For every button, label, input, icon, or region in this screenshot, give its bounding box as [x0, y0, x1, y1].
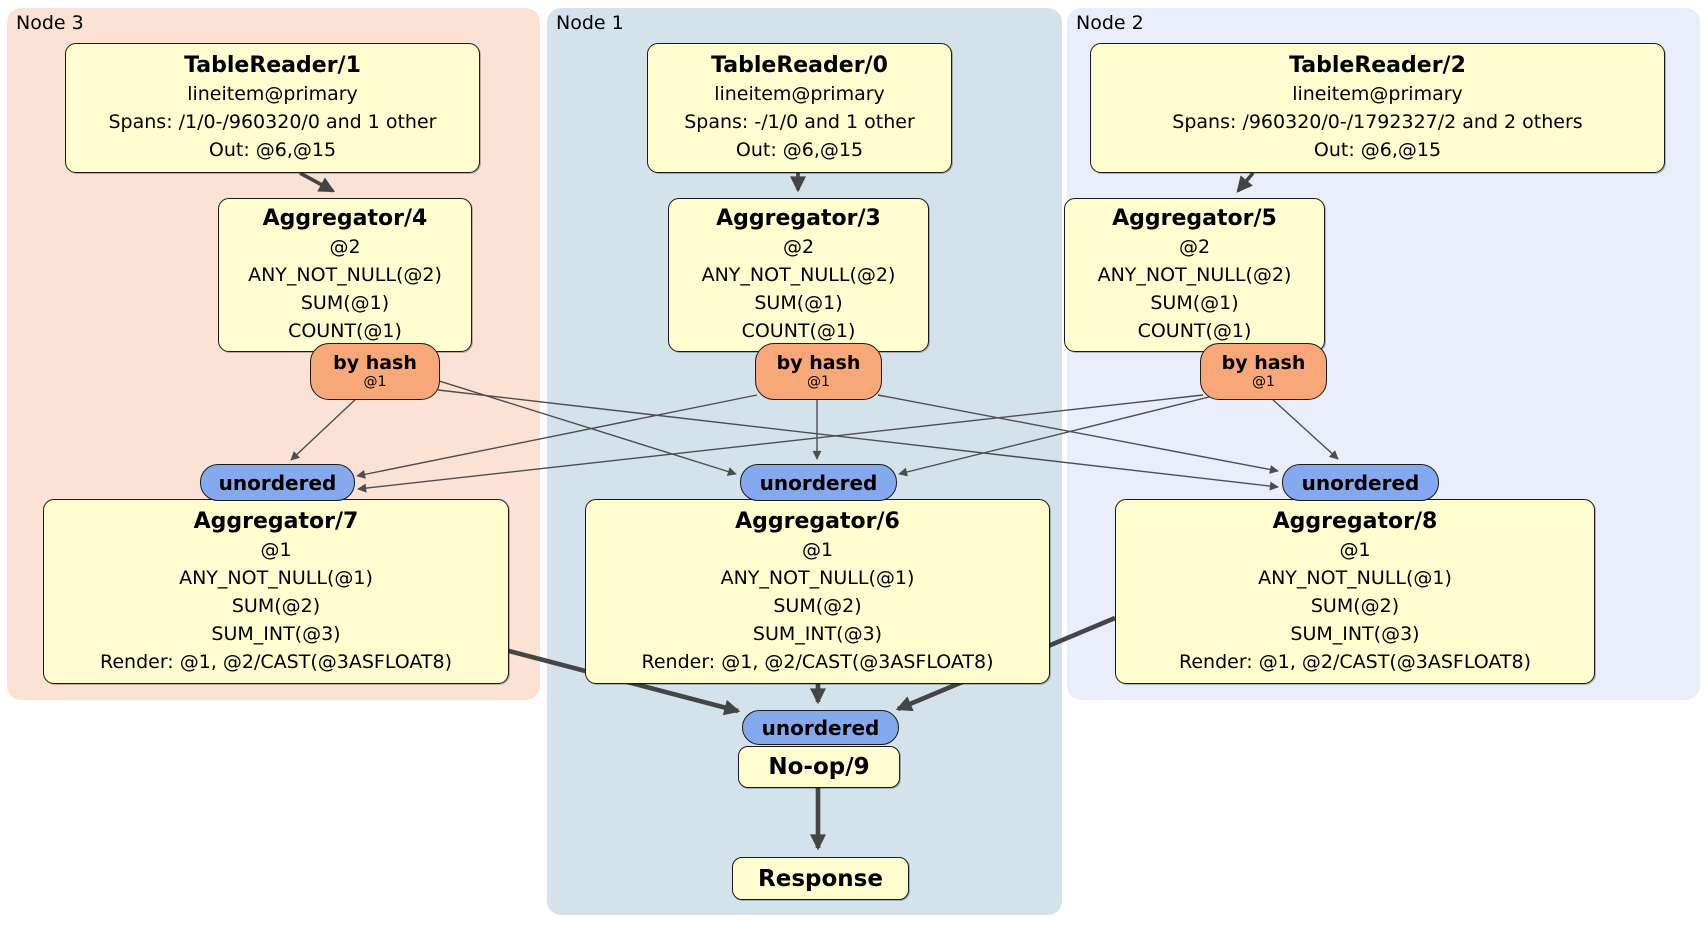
processor-detail: lineitem@primary [714, 83, 885, 105]
processor-detail: Spans: -/1/0 and 1 other [684, 111, 915, 133]
processor-detail: lineitem@primary [187, 83, 358, 105]
hash-router-node2: by hash @1 [1200, 343, 1327, 400]
processor-detail: SUM(@1) [754, 292, 843, 314]
processor-detail: ANY_NOT_NULL(@1) [1258, 566, 1452, 589]
unordered-sync-node3: unordered [200, 464, 355, 501]
processor-detail: ANY_NOT_NULL(@2) [1097, 264, 1292, 286]
processor-detail: Spans: /1/0-/960320/0 and 1 other [108, 111, 437, 133]
processor-detail: ANY_NOT_NULL(@2) [248, 264, 442, 286]
processor-detail: Out: @6,@15 [1313, 139, 1442, 161]
processor-detail: Out: @6,@15 [735, 139, 864, 161]
node-group-1-label: Node 1 [556, 12, 624, 34]
processor-detail: ANY_NOT_NULL(@2) [701, 264, 896, 286]
processor-detail: @1 [1339, 538, 1371, 561]
aggregator-3-box: Aggregator/3 @2 ANY_NOT_NULL(@2) SUM(@1)… [668, 198, 929, 352]
router-detail: @1 [1252, 374, 1275, 390]
processor-detail: SUM(@2) [231, 594, 321, 617]
processor-detail: @2 [782, 236, 815, 258]
processor-detail: Render: @1, @2/CAST(@3ASFLOAT8) [1179, 650, 1531, 673]
noop-9-box: No-op/9 [738, 746, 900, 788]
unordered-sync-node2: unordered [1282, 464, 1439, 501]
tablereader-2-box: TableReader/2 lineitem@primary Spans: /9… [1090, 43, 1665, 173]
processor-title: Aggregator/4 [262, 206, 428, 231]
processor-detail: @1 [260, 538, 292, 561]
processor-title: TableReader/0 [711, 53, 888, 78]
hash-router-node1: by hash @1 [755, 343, 882, 400]
aggregator-5-box: Aggregator/5 @2 ANY_NOT_NULL(@2) SUM(@1)… [1064, 198, 1325, 352]
processor-detail: lineitem@primary [1292, 83, 1463, 105]
processor-title: TableReader/2 [1289, 53, 1466, 78]
processor-title: Aggregator/6 [735, 508, 900, 534]
processor-detail: SUM_INT(@3) [752, 622, 883, 645]
processor-detail: SUM(@1) [1150, 292, 1239, 314]
tablereader-1-box: TableReader/1 lineitem@primary Spans: /1… [65, 43, 480, 173]
processor-detail: ANY_NOT_NULL(@1) [179, 566, 373, 589]
router-label: by hash [1221, 352, 1306, 374]
processor-detail: Spans: /960320/0-/1792327/2 and 2 others [1172, 111, 1583, 133]
router-detail: @1 [363, 374, 387, 390]
processor-title: Aggregator/5 [1112, 206, 1277, 231]
tablereader-0-box: TableReader/0 lineitem@primary Spans: -/… [647, 43, 952, 173]
router-label: by hash [333, 352, 417, 374]
processor-detail: SUM(@2) [773, 594, 862, 617]
aggregator-7-box: Aggregator/7 @1 ANY_NOT_NULL(@1) SUM(@2)… [43, 499, 509, 684]
aggregator-6-box: Aggregator/6 @1 ANY_NOT_NULL(@1) SUM(@2)… [585, 499, 1050, 684]
unordered-sync-final: unordered [742, 710, 899, 745]
processor-detail: SUM_INT(@3) [211, 622, 341, 645]
node-group-2-label: Node 2 [1076, 12, 1144, 34]
processor-detail: Render: @1, @2/CAST(@3ASFLOAT8) [641, 650, 994, 673]
hash-router-node3: by hash @1 [310, 343, 440, 400]
processor-detail: @2 [1178, 236, 1211, 258]
router-detail: @1 [807, 374, 830, 390]
processor-detail: Out: @6,@15 [208, 139, 337, 161]
processor-title: Aggregator/3 [716, 206, 881, 231]
processor-detail: SUM_INT(@3) [1290, 622, 1420, 645]
processor-detail: ANY_NOT_NULL(@1) [720, 566, 915, 589]
processor-detail: @2 [329, 236, 361, 258]
processor-detail: Render: @1, @2/CAST(@3ASFLOAT8) [100, 650, 452, 673]
processor-detail: COUNT(@1) [1137, 320, 1252, 342]
processor-detail: COUNT(@1) [741, 320, 856, 342]
processor-detail: COUNT(@1) [288, 320, 402, 342]
processor-title: Aggregator/8 [1272, 508, 1438, 534]
aggregator-8-box: Aggregator/8 @1 ANY_NOT_NULL(@1) SUM(@2)… [1115, 499, 1595, 684]
processor-detail: SUM(@1) [300, 292, 390, 314]
response-box: Response [732, 857, 909, 900]
processor-detail: SUM(@2) [1310, 594, 1400, 617]
unordered-sync-node1: unordered [740, 464, 897, 501]
processor-title: Aggregator/7 [193, 508, 359, 534]
router-label: by hash [776, 352, 861, 374]
node-group-3-label: Node 3 [16, 12, 84, 34]
processor-detail: @1 [801, 538, 834, 561]
aggregator-4-box: Aggregator/4 @2 ANY_NOT_NULL(@2) SUM(@1)… [218, 198, 472, 352]
processor-title: TableReader/1 [184, 53, 361, 78]
